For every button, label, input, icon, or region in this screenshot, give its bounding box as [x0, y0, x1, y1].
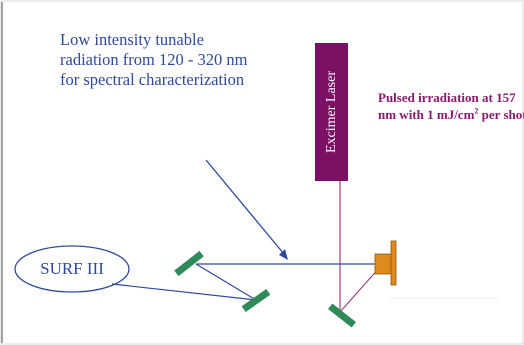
- pulsed-caption-main: Pulsed irradiation at 157 nm with 1 mJ/c…: [378, 90, 516, 122]
- surf-iii-label: SURF III: [40, 259, 104, 278]
- tunable-radiation-caption: Low intensity tunable radiation from 120…: [60, 30, 248, 89]
- pulsed-caption-tail: per shot: [478, 107, 524, 122]
- annotation-arrow-head: [279, 249, 288, 260]
- excimer-laser-box: [315, 43, 348, 181]
- beam-surf-to-mirror2: [111, 283, 257, 301]
- pulsed-irradiation-caption: Pulsed irradiation at 157 nm with 1 mJ/c…: [378, 89, 524, 123]
- sample-block: [374, 253, 392, 275]
- mirror-1: [174, 250, 204, 277]
- mirror-3: [328, 303, 356, 328]
- surf-iii-ellipse: [14, 245, 130, 293]
- excimer-laser-label: Excimer Laser: [323, 70, 339, 154]
- mirror-2: [241, 289, 271, 312]
- annotation-arrow-line: [205, 159, 285, 255]
- excimer-laser-label-box: Excimer Laser: [315, 43, 348, 181]
- pulsed-caption-superscript: 2: [474, 106, 479, 116]
- beam-mirror2-to-mirror1: [195, 263, 257, 301]
- sample-plate: [390, 240, 397, 286]
- laser-beam-reflected: [339, 266, 381, 313]
